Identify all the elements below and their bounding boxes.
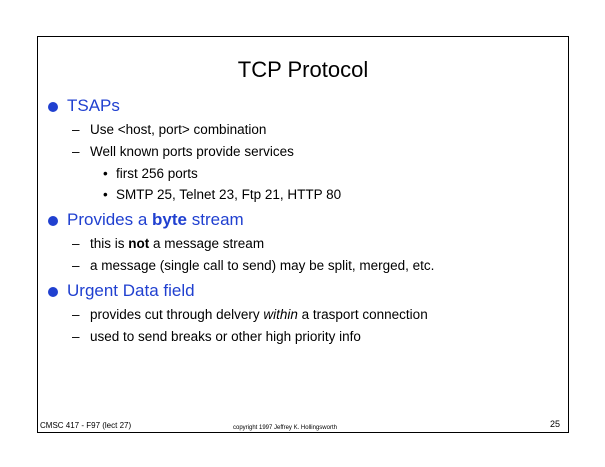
dash-icon: – xyxy=(72,307,80,322)
heading-bold-word: byte xyxy=(152,210,188,229)
small-bullet-icon: • xyxy=(103,166,108,181)
bullet-dot-icon xyxy=(48,216,58,226)
dash-icon: – xyxy=(72,258,80,273)
dash-icon: – xyxy=(72,144,80,159)
heading-byte-stream: Provides a byte stream xyxy=(67,209,244,231)
bullet-dot-icon xyxy=(48,287,58,297)
italic-word: within xyxy=(263,307,298,322)
slide-title: TCP Protocol xyxy=(237,57,369,82)
bullet-dot-icon xyxy=(48,102,58,112)
footer-page-number: 25 xyxy=(550,419,561,429)
heading-part: stream xyxy=(187,210,244,229)
subsubitem-text: SMTP 25, Telnet 23, Ftp 21, HTTP 80 xyxy=(116,187,342,202)
dash-icon: – xyxy=(72,236,80,251)
heading-tsaps: TSAPs xyxy=(67,96,120,115)
subitem-text: this is not a message stream xyxy=(90,235,264,253)
subitem-text: Well known ports provide services xyxy=(90,144,294,159)
subitem-text: a message (single call to send) may be s… xyxy=(90,258,435,273)
footer-copyright: copyright 1997 Jeffrey K. Hollingsworth xyxy=(233,425,337,431)
subitem-text: Use <host, port> combination xyxy=(90,122,267,137)
heading-part: Provides a xyxy=(67,210,153,229)
heading-urgent-data: Urgent Data field xyxy=(67,281,195,300)
text-part: provides cut through delvery xyxy=(90,307,264,322)
subsubitem-text: first 256 ports xyxy=(116,166,198,181)
slide-frame xyxy=(37,36,569,433)
text-part: this is xyxy=(90,236,129,251)
small-bullet-icon: • xyxy=(103,187,108,202)
text-part: a trasport connection xyxy=(297,307,428,322)
dash-icon: – xyxy=(72,329,80,344)
subitem-text: provides cut through delvery within a tr… xyxy=(90,306,428,324)
footer-course: CMSC 417 - F97 (lect 27) xyxy=(40,421,132,430)
text-part: a message stream xyxy=(149,236,265,251)
dash-icon: – xyxy=(72,122,80,137)
subitem-text: used to send breaks or other high priori… xyxy=(90,329,361,344)
bold-word: not xyxy=(128,236,150,251)
